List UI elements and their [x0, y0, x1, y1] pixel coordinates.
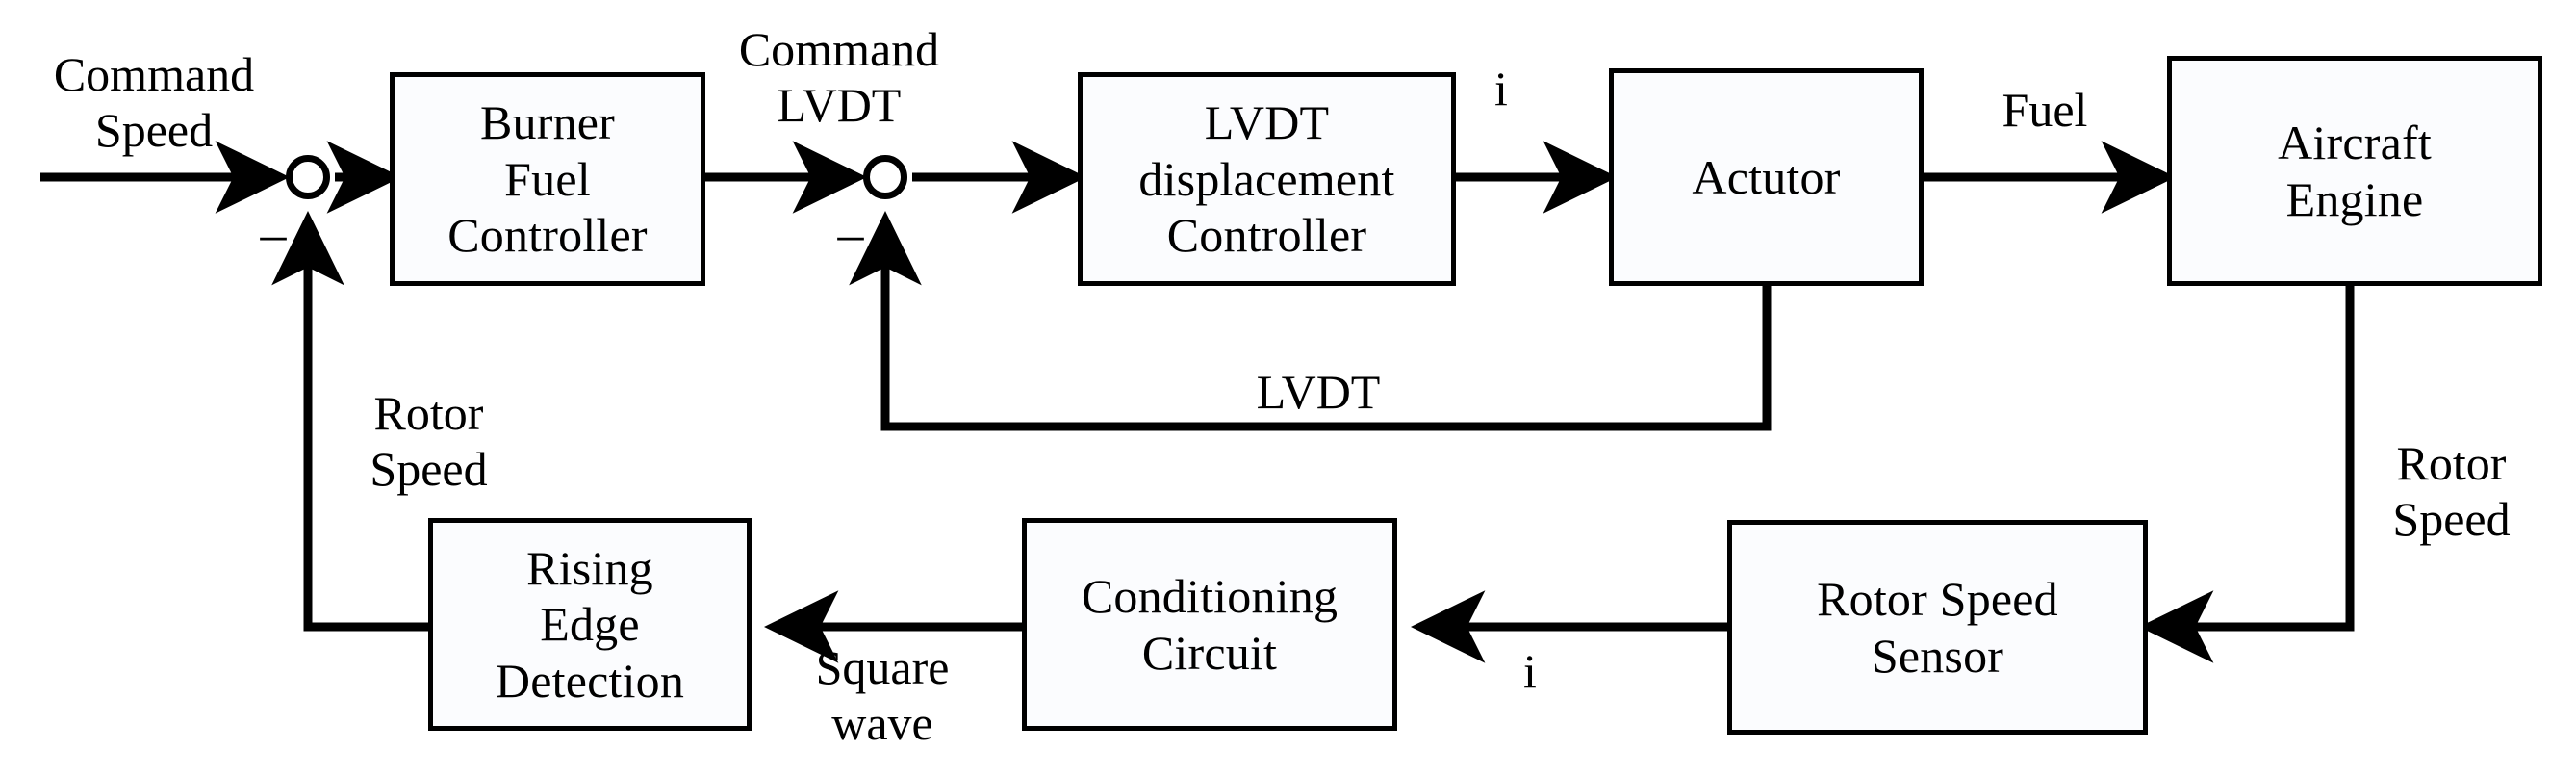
label-rotor-speed-right: Rotor Speed	[2392, 436, 2511, 546]
block-line: Fuel	[504, 151, 591, 206]
block-line: Sensor	[1871, 628, 2004, 683]
block-lvdt-displacement-controller[interactable]: LVDT displacement Controller	[1078, 72, 1456, 286]
minus-sign-speed: –	[260, 205, 287, 263]
block-conditioning-circuit[interactable]: Conditioning Circuit	[1022, 518, 1397, 731]
block-line: Burner	[479, 95, 616, 150]
block-actutor[interactable]: Actutor	[1609, 68, 1924, 286]
block-line: Detection	[495, 653, 685, 708]
block-aircraft-engine[interactable]: Aircraft Engine	[2167, 56, 2542, 286]
minus-sign-lvdt: –	[837, 205, 864, 263]
label-lvdt-feedback: LVDT	[1256, 365, 1381, 419]
label-command-lvdt: Command LVDT	[738, 22, 940, 132]
summing-junction-lvdt[interactable]	[863, 155, 907, 199]
block-rotor-speed-sensor[interactable]: Rotor Speed Sensor	[1727, 520, 2148, 735]
block-line: displacement	[1138, 151, 1395, 206]
block-line: Engine	[2285, 171, 2424, 226]
block-line: Actutor	[1692, 149, 1841, 204]
block-line: Edge	[540, 597, 640, 652]
summing-junction-speed[interactable]	[286, 155, 330, 199]
label-current-sensor-to-conditioning: i	[1523, 644, 1537, 698]
block-line: LVDT	[1204, 95, 1330, 150]
block-line: Rotor Speed	[1817, 572, 2058, 626]
wire-lvdt-feedback	[849, 210, 1772, 431]
label-fuel: Fuel	[2002, 83, 2088, 137]
label-square-wave: Square wave	[815, 640, 950, 750]
label-command-speed: Command Speed	[53, 47, 255, 157]
block-burner-fuel-controller[interactable]: Burner Fuel Controller	[390, 72, 705, 286]
label-current-lvdtctrl-to-actutor: i	[1494, 62, 1508, 116]
wire-engine-to-rotor-sensor	[2138, 286, 2355, 663]
block-line: Controller	[1166, 208, 1367, 263]
block-rising-edge-detection[interactable]: Rising Edge Detection	[428, 518, 752, 731]
block-line: Rising	[526, 540, 653, 595]
label-rotor-speed-left: Rotor Speed	[370, 386, 488, 496]
wire-rising-edge-to-sum1	[271, 210, 428, 632]
block-line: Circuit	[1141, 625, 1278, 680]
block-line: Conditioning	[1081, 569, 1339, 623]
block-line: Aircraft	[2278, 116, 2432, 169]
block-line: Controller	[447, 208, 648, 263]
